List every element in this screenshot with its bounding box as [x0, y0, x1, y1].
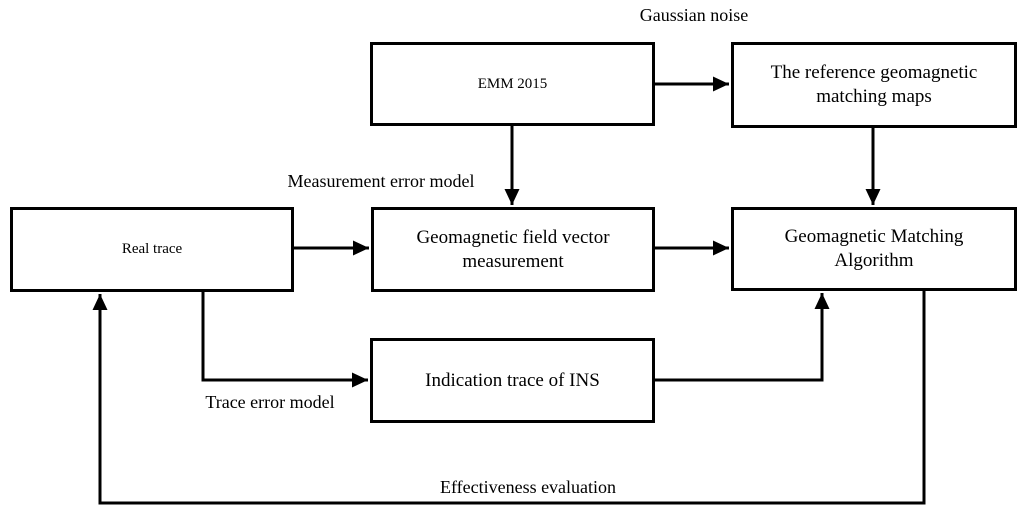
edge-ins-to-algorithm — [655, 293, 830, 382]
edge-realtrace-to-ins — [201, 292, 368, 388]
label-trace-error-model: Trace error model — [205, 392, 335, 412]
node-emm-2015: EMM 2015 — [370, 42, 655, 126]
node-geomagnetic-field-vector-measurement: Geomagnetic field vector measurement — [371, 207, 655, 292]
node-reference-maps-label: The reference geomagnetic matching maps — [770, 62, 978, 107]
node-emm-2015-label: EMM 2015 — [477, 75, 548, 92]
node-geomagnetic-matching-algorithm: Geomagnetic Matching Algorithm — [731, 207, 1017, 291]
node-real-trace: Real trace — [10, 207, 294, 292]
label-measurement-error-model: Measurement error model — [287, 171, 475, 191]
node-field-measurement-label: Geomagnetic field vector measurement — [416, 226, 610, 272]
edge-algorithm-to-realtrace — [92, 291, 926, 505]
node-real-trace-label: Real trace — [121, 241, 183, 258]
node-reference-geomagnetic-matching-maps: The reference geomagnetic matching maps — [731, 42, 1017, 128]
node-matching-algorithm-label: Geomagnetic Matching Algorithm — [784, 226, 964, 271]
node-indication-trace-of-ins: Indication trace of INS — [370, 338, 655, 423]
label-effectiveness-evaluation: Effectiveness evaluation — [439, 477, 617, 497]
label-gaussian-noise: Gaussian noise — [639, 5, 749, 25]
node-ins-trace-label: Indication trace of INS — [425, 369, 600, 391]
